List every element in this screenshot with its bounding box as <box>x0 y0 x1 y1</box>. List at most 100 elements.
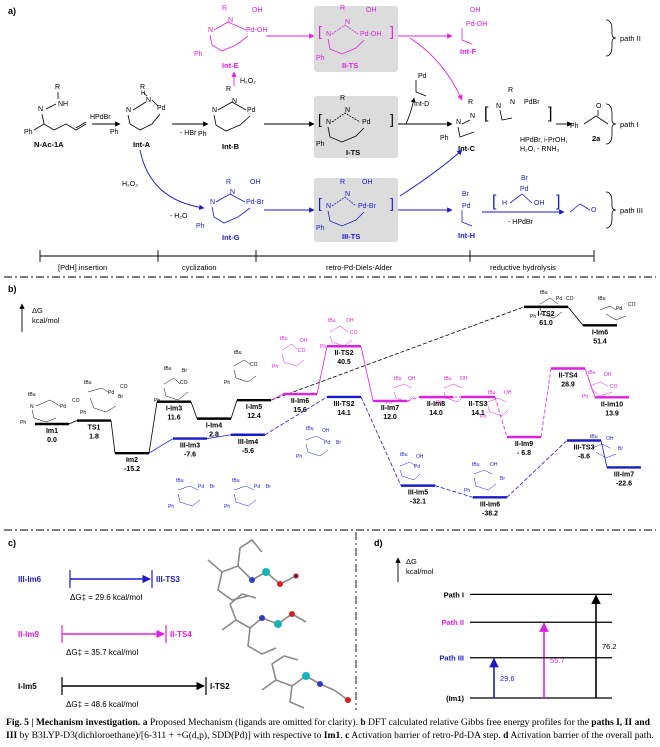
svg-text:N: N <box>232 98 237 105</box>
connector-III-Im5-III-Im6 <box>434 485 474 498</box>
svg-text:Ph: Ph <box>80 410 86 416</box>
arrow-iii-to-int-c <box>399 149 463 197</box>
svg-text:[: [ <box>492 193 497 210</box>
connector-II-TS3-II-Im9 <box>494 396 508 438</box>
svg-text:[: [ <box>318 111 322 127</box>
svg-text:]: ] <box>548 105 552 122</box>
svg-text:tBu: tBu <box>488 390 496 396</box>
int-c-structure: R N N Ph <box>440 99 475 142</box>
barrier-value-1: 55.7 <box>550 656 565 665</box>
barrier-value-0: 76.2 <box>602 642 617 651</box>
svg-text:PdBr: PdBr <box>524 99 540 106</box>
svg-text:N: N <box>470 113 475 120</box>
iii-ts-box <box>314 178 398 242</box>
panel-d-axis-label-1: ΔG <box>406 557 417 566</box>
level-value-I-Im4: 2.8 <box>209 432 219 439</box>
svg-text:tBu: tBu <box>540 290 548 296</box>
svg-text:N: N <box>326 119 331 126</box>
svg-text:CO: CO <box>298 348 306 354</box>
connector-I-Im5-I-TS2 <box>270 306 525 401</box>
svg-text:H: H <box>502 200 507 207</box>
svg-text:Ph: Ph <box>20 420 26 426</box>
reagent-minus-hbr: - HBr <box>180 130 197 137</box>
int-b-structure: R N N Pd Ph <box>198 86 256 138</box>
svg-text:R: R <box>340 95 345 102</box>
level-value-Im1: 0.0 <box>47 437 57 444</box>
svg-text:Br: Br <box>266 484 271 490</box>
svg-text:tBu: tBu <box>234 350 242 356</box>
connector-II-Im9-II-TS4 <box>540 368 552 438</box>
level-value-III-TS3: -8.6 <box>578 454 590 461</box>
svg-text:Ph: Ph <box>24 129 33 136</box>
svg-text:N: N <box>326 203 331 210</box>
svg-text:tBu: tBu <box>400 452 408 458</box>
svg-text:Pd: Pd <box>418 73 427 80</box>
svg-text:CO: CO <box>180 380 188 386</box>
panel-b-label: b) <box>8 284 17 294</box>
brace-path-ii <box>605 19 617 57</box>
svg-text:N: N <box>345 191 350 198</box>
n-ac-1a-structure: R NH N Ph <box>24 84 87 136</box>
figure-caption: Fig. 5 | Mechanism investigation. a Prop… <box>6 717 654 741</box>
panel-b-sketch-ii-ts3: tBu OH Ph <box>436 376 468 406</box>
level-value-II-Im7: 12.0 <box>383 414 397 421</box>
panel-c-3d-model-ii <box>221 593 307 655</box>
ii-ts-label: II-TS <box>342 61 358 70</box>
level-label-II-Im7: II-Im7 <box>381 405 399 412</box>
level-value-Im2: -15.2 <box>124 466 140 473</box>
ii-ts-box <box>314 6 398 72</box>
panel-b-sketch-iii-ts3: tBu OH Br <box>590 434 623 459</box>
level-label-TS1: TS1 <box>88 425 101 432</box>
level-label-II-TS4: II-TS4 <box>558 373 577 380</box>
svg-text:Ph: Ph <box>224 380 230 386</box>
svg-text:tBu: tBu <box>280 336 288 342</box>
energy-profile: Im10.0TS11.8Im2-15.2I-Im311.6I-Im42.8I-I… <box>35 305 641 517</box>
level-label-III-Im4: III-Im4 <box>238 439 258 446</box>
svg-text:OH: OH <box>504 390 512 396</box>
level-value-III-Im5: -32.1 <box>410 499 426 506</box>
stage-cyclization: cyclization <box>182 263 217 272</box>
svg-text:tBu: tBu <box>28 392 36 398</box>
svg-text:Ph: Ph <box>196 223 205 230</box>
int-f-structure: OH Pd-OH <box>461 7 487 45</box>
svg-text:Ph: Ph <box>110 129 119 136</box>
panel-c-label: c) <box>8 538 16 548</box>
svg-text:Ph: Ph <box>316 55 325 62</box>
svg-text:OH: OH <box>534 200 545 207</box>
connector-II-Im6-II-TS2 <box>316 346 328 395</box>
svg-text:Pd: Pd <box>616 306 622 312</box>
reagent-h2o2-down: H₂O₂ <box>122 181 138 188</box>
level-label-I-Im5: I-Im5 <box>246 404 262 411</box>
svg-text:OH: OH <box>366 7 377 14</box>
panel-a-label: a) <box>8 6 16 16</box>
panel-b-sketch-i-im5: tBu CO Ph <box>224 350 258 386</box>
svg-text:R: R <box>140 84 145 91</box>
panel-d-axis-label-2: kcal/mol <box>406 567 434 576</box>
svg-text:Pd: Pd <box>324 440 330 446</box>
level-value-III-Im3: -7.6 <box>184 452 196 459</box>
panel-c-to-1: II-TS4 <box>170 630 192 639</box>
connector-III-TS3-III-Im7 <box>600 440 608 468</box>
panel-c: c) III-Im6 III-TS3 ΔG‡ = 29.6 kcal/mol I… <box>8 538 351 709</box>
svg-text:N: N <box>208 27 213 34</box>
panel-b-sketch-iii-im5: tBu OH Pd <box>399 452 424 481</box>
barrier-level-label-1: Path II <box>441 618 464 627</box>
svg-text:Pd-OH: Pd-OH <box>246 27 267 34</box>
connector-TS1-Im2 <box>110 420 116 454</box>
panel-b-sketch-iii-im4: tBu Pd Br Ph <box>224 478 271 510</box>
panel-c-from-0: III-Im6 <box>18 575 42 584</box>
svg-text:R: R <box>340 5 345 12</box>
svg-text:tBu: tBu <box>84 380 92 386</box>
svg-text:Ph: Ph <box>570 123 579 130</box>
svg-text:Ph: Ph <box>316 225 325 232</box>
i-ts-box <box>314 96 398 158</box>
barrier-level-label-2: Path III <box>439 654 464 663</box>
svg-text:Pd: Pd <box>198 484 204 490</box>
svg-text:Ph: Ph <box>316 141 325 148</box>
level-label-II-Im9: II-Im9 <box>515 441 533 448</box>
svg-text:OH: OH <box>416 454 424 460</box>
svg-text:]: ] <box>390 23 394 39</box>
svg-text:N: N <box>496 103 501 110</box>
